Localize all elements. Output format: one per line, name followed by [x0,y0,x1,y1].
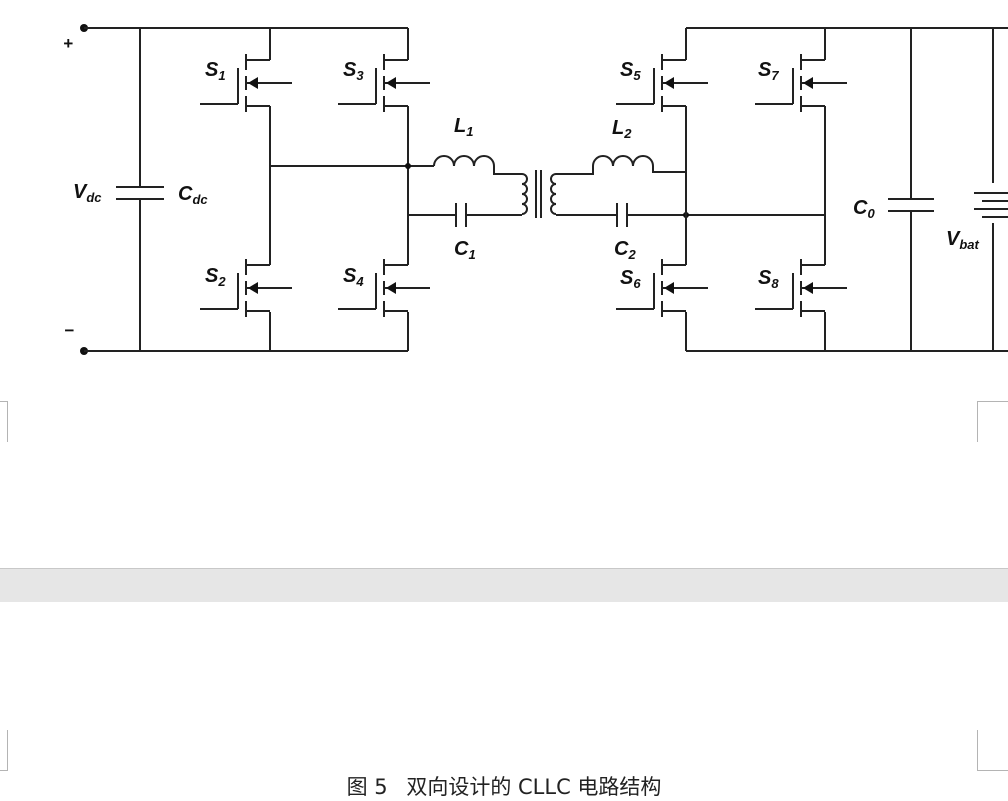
inductor-l2 [592,155,654,167]
label-l2: L2 [612,117,632,141]
mosfet-s4 [338,259,430,317]
crop-mark-bottom-left [0,730,8,771]
label-s6: S6 [620,267,641,291]
label-l1: L1 [454,115,473,139]
label-s3: S3 [343,59,364,83]
label-c2: C2 [614,238,636,262]
transformer [521,170,557,218]
label-s1: S1 [205,59,226,83]
figure-title: 双向设计的 CLLC 电路结构 [406,775,662,799]
dc-input-side: + − [63,24,408,355]
label-s2-subscript: 2 [217,274,226,289]
label-s8: S8 [758,267,779,291]
label-s1-subscript: 1 [218,68,225,83]
label-l2-subscript: 2 [623,126,632,141]
label-s8-subscript: 8 [771,276,779,291]
battery [974,28,1008,351]
document-page-bottom [0,602,1008,801]
label-cdc: Cdc [178,183,208,207]
cllc-circuit-diagram: + − [63,24,1008,355]
label-s3-subscript: 3 [356,68,364,83]
page-break-gap [0,568,1008,603]
mosfet-s3 [338,54,430,112]
positive-sign: + [63,34,73,53]
label-vbat-subscript: bat [959,237,979,252]
figure-number: 图 5 [346,775,388,799]
mosfet-s1 [200,54,292,112]
label-s7-subscript: 7 [771,68,779,83]
document-page-top [0,0,1008,568]
crop-mark-bottom-right [977,730,1008,771]
figure-caption: 图 5 双向设计的 CLLC 电路结构 [0,771,1008,801]
label-s5: S5 [620,59,641,83]
label-c0: C0 [853,197,875,221]
mosfet-s8 [755,259,847,317]
label-cdc-subscript: dc [192,192,208,207]
label-s7: S7 [758,59,779,83]
mosfet-s7 [755,54,847,112]
label-vbat: Vbat [946,228,980,252]
label-c1-subscript: 1 [468,247,475,262]
label-c2-subscript: 2 [627,247,636,262]
label-c0-subscript: 0 [867,206,875,221]
mosfet-s6 [616,259,708,317]
label-vdc-subscript: dc [86,190,102,205]
crop-mark-top-right [977,401,1008,442]
label-s5-subscript: 5 [633,68,641,83]
label-s4: S4 [343,265,364,289]
label-s4-subscript: 4 [355,274,364,289]
label-s6-subscript: 6 [633,276,641,291]
crop-mark-top-left [0,401,8,442]
inductor-l1 [433,155,495,167]
label-c1: C1 [454,238,476,262]
label-s2: S2 [205,265,226,289]
label-vdc: Vdc [73,181,102,205]
mosfet-s5 [616,54,708,112]
mosfet-s2 [200,259,292,317]
negative-sign: − [64,321,74,340]
label-l1-subscript: 1 [466,124,473,139]
